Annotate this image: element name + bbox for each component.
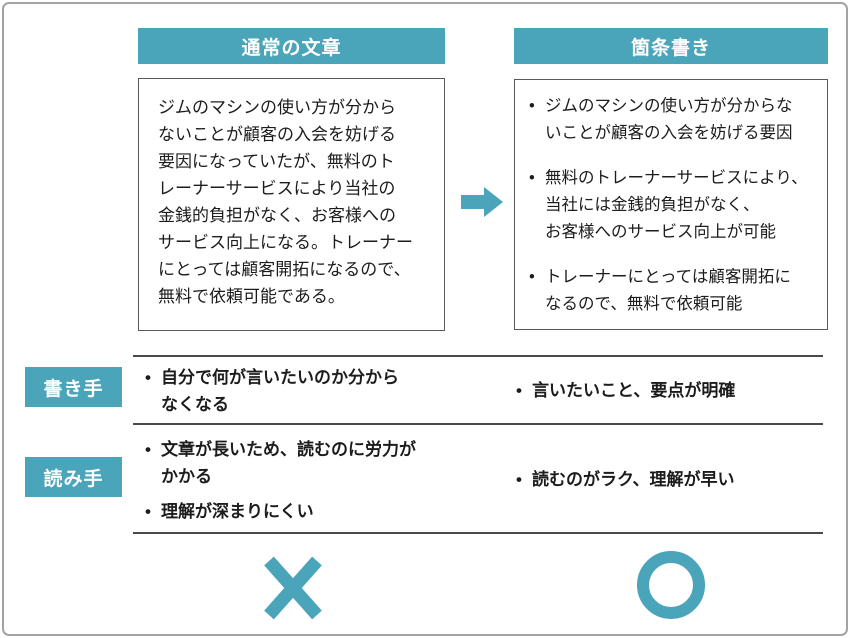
column-header-bullet-list-label: 箇条書き bbox=[630, 37, 711, 59]
reader-normal-bullet: 理解が深まりにくい bbox=[161, 502, 314, 521]
bullet-dot-icon: • bbox=[516, 381, 522, 400]
bullet-dot-icon: • bbox=[145, 440, 151, 459]
column-header-normal-text-label: 通常の文章 bbox=[241, 37, 342, 59]
list-item: • 読むのがラク、理解が早い bbox=[516, 466, 828, 493]
bullet-dot-icon: • bbox=[529, 169, 535, 187]
bullet-item-text: ジムのマシンの使い方が分からな いことが顧客の入会を妨げる要因 bbox=[545, 97, 793, 142]
list-item: • 理解が深まりにくい bbox=[145, 498, 450, 525]
reader-normal-bullet: 文章が長いため、読むのに労力が かかる bbox=[161, 440, 416, 486]
row-label-writer: 書き手 bbox=[25, 367, 122, 407]
bullet-dot-icon: • bbox=[145, 502, 151, 521]
list-item: • 言いたいこと、要点が明確 bbox=[516, 377, 828, 404]
bullet-list-box: • ジムのマシンの使い方が分からな いことが顧客の入会を妨げる要因 • 無料のト… bbox=[514, 79, 828, 330]
list-item: • 文章が長いため、読むのに労力が かかる bbox=[145, 436, 450, 490]
list-item: • トレーナーにとっては顧客開拓に なるので、無料で依頼可能 bbox=[529, 264, 821, 318]
reader-bullet-bullet: 読むのがラク、理解が早い bbox=[532, 470, 735, 489]
writer-bullet-bullet: 言いたいこと、要点が明確 bbox=[532, 381, 736, 400]
bullet-list: • ジムのマシンの使い方が分からな いことが顧客の入会を妨げる要因 • 無料のト… bbox=[515, 80, 827, 318]
bullet-dot-icon: • bbox=[516, 470, 522, 489]
bullet-dot-icon: • bbox=[529, 97, 535, 115]
circle-mark-icon bbox=[637, 551, 705, 619]
right-arrow-icon bbox=[461, 187, 503, 222]
writer-normal-cell: • 自分で何が言いたいのか分から なくなる bbox=[145, 364, 450, 418]
writer-normal-bullet: 自分で何が言いたいのか分から なくなる bbox=[161, 368, 399, 414]
normal-text-box: ジムのマシンの使い方が分から ないことが顧客の入会を妨げる 要因になっていたが、… bbox=[138, 78, 445, 331]
bullet-item-text: トレーナーにとっては顧客開拓に なるので、無料で依頼可能 bbox=[545, 268, 791, 313]
cross-mark-icon bbox=[262, 554, 324, 627]
list-item: • ジムのマシンの使い方が分からな いことが顧客の入会を妨げる要因 bbox=[529, 93, 821, 147]
bullet-item-text: 無料のトレーナーサービスにより、 当社には金銭的負担がなく、 お客様へのサービス… bbox=[545, 169, 808, 241]
divider bbox=[133, 355, 823, 357]
reader-bullet-cell: • 読むのがラク、理解が早い bbox=[516, 466, 828, 493]
row-label-writer-text: 書き手 bbox=[43, 378, 104, 400]
reader-normal-cell: • 文章が長いため、読むのに労力が かかる • 理解が深まりにくい bbox=[145, 436, 450, 525]
row-label-reader: 読み手 bbox=[25, 457, 122, 497]
list-item: • 無料のトレーナーサービスにより、 当社には金銭的負担がなく、 お客様へのサー… bbox=[529, 165, 821, 246]
list-item: • 自分で何が言いたいのか分から なくなる bbox=[145, 364, 450, 418]
writer-bullet-cell: • 言いたいこと、要点が明確 bbox=[516, 377, 828, 404]
normal-text-body: ジムのマシンの使い方が分から ないことが顧客の入会を妨げる 要因になっていたが、… bbox=[158, 98, 413, 306]
column-header-bullet-list: 箇条書き bbox=[514, 28, 828, 64]
bullet-dot-icon: • bbox=[145, 368, 151, 387]
divider bbox=[133, 532, 823, 534]
row-label-reader-text: 読み手 bbox=[43, 468, 104, 490]
column-header-normal-text: 通常の文章 bbox=[138, 28, 445, 64]
divider bbox=[133, 423, 823, 425]
bullet-dot-icon: • bbox=[529, 268, 535, 286]
